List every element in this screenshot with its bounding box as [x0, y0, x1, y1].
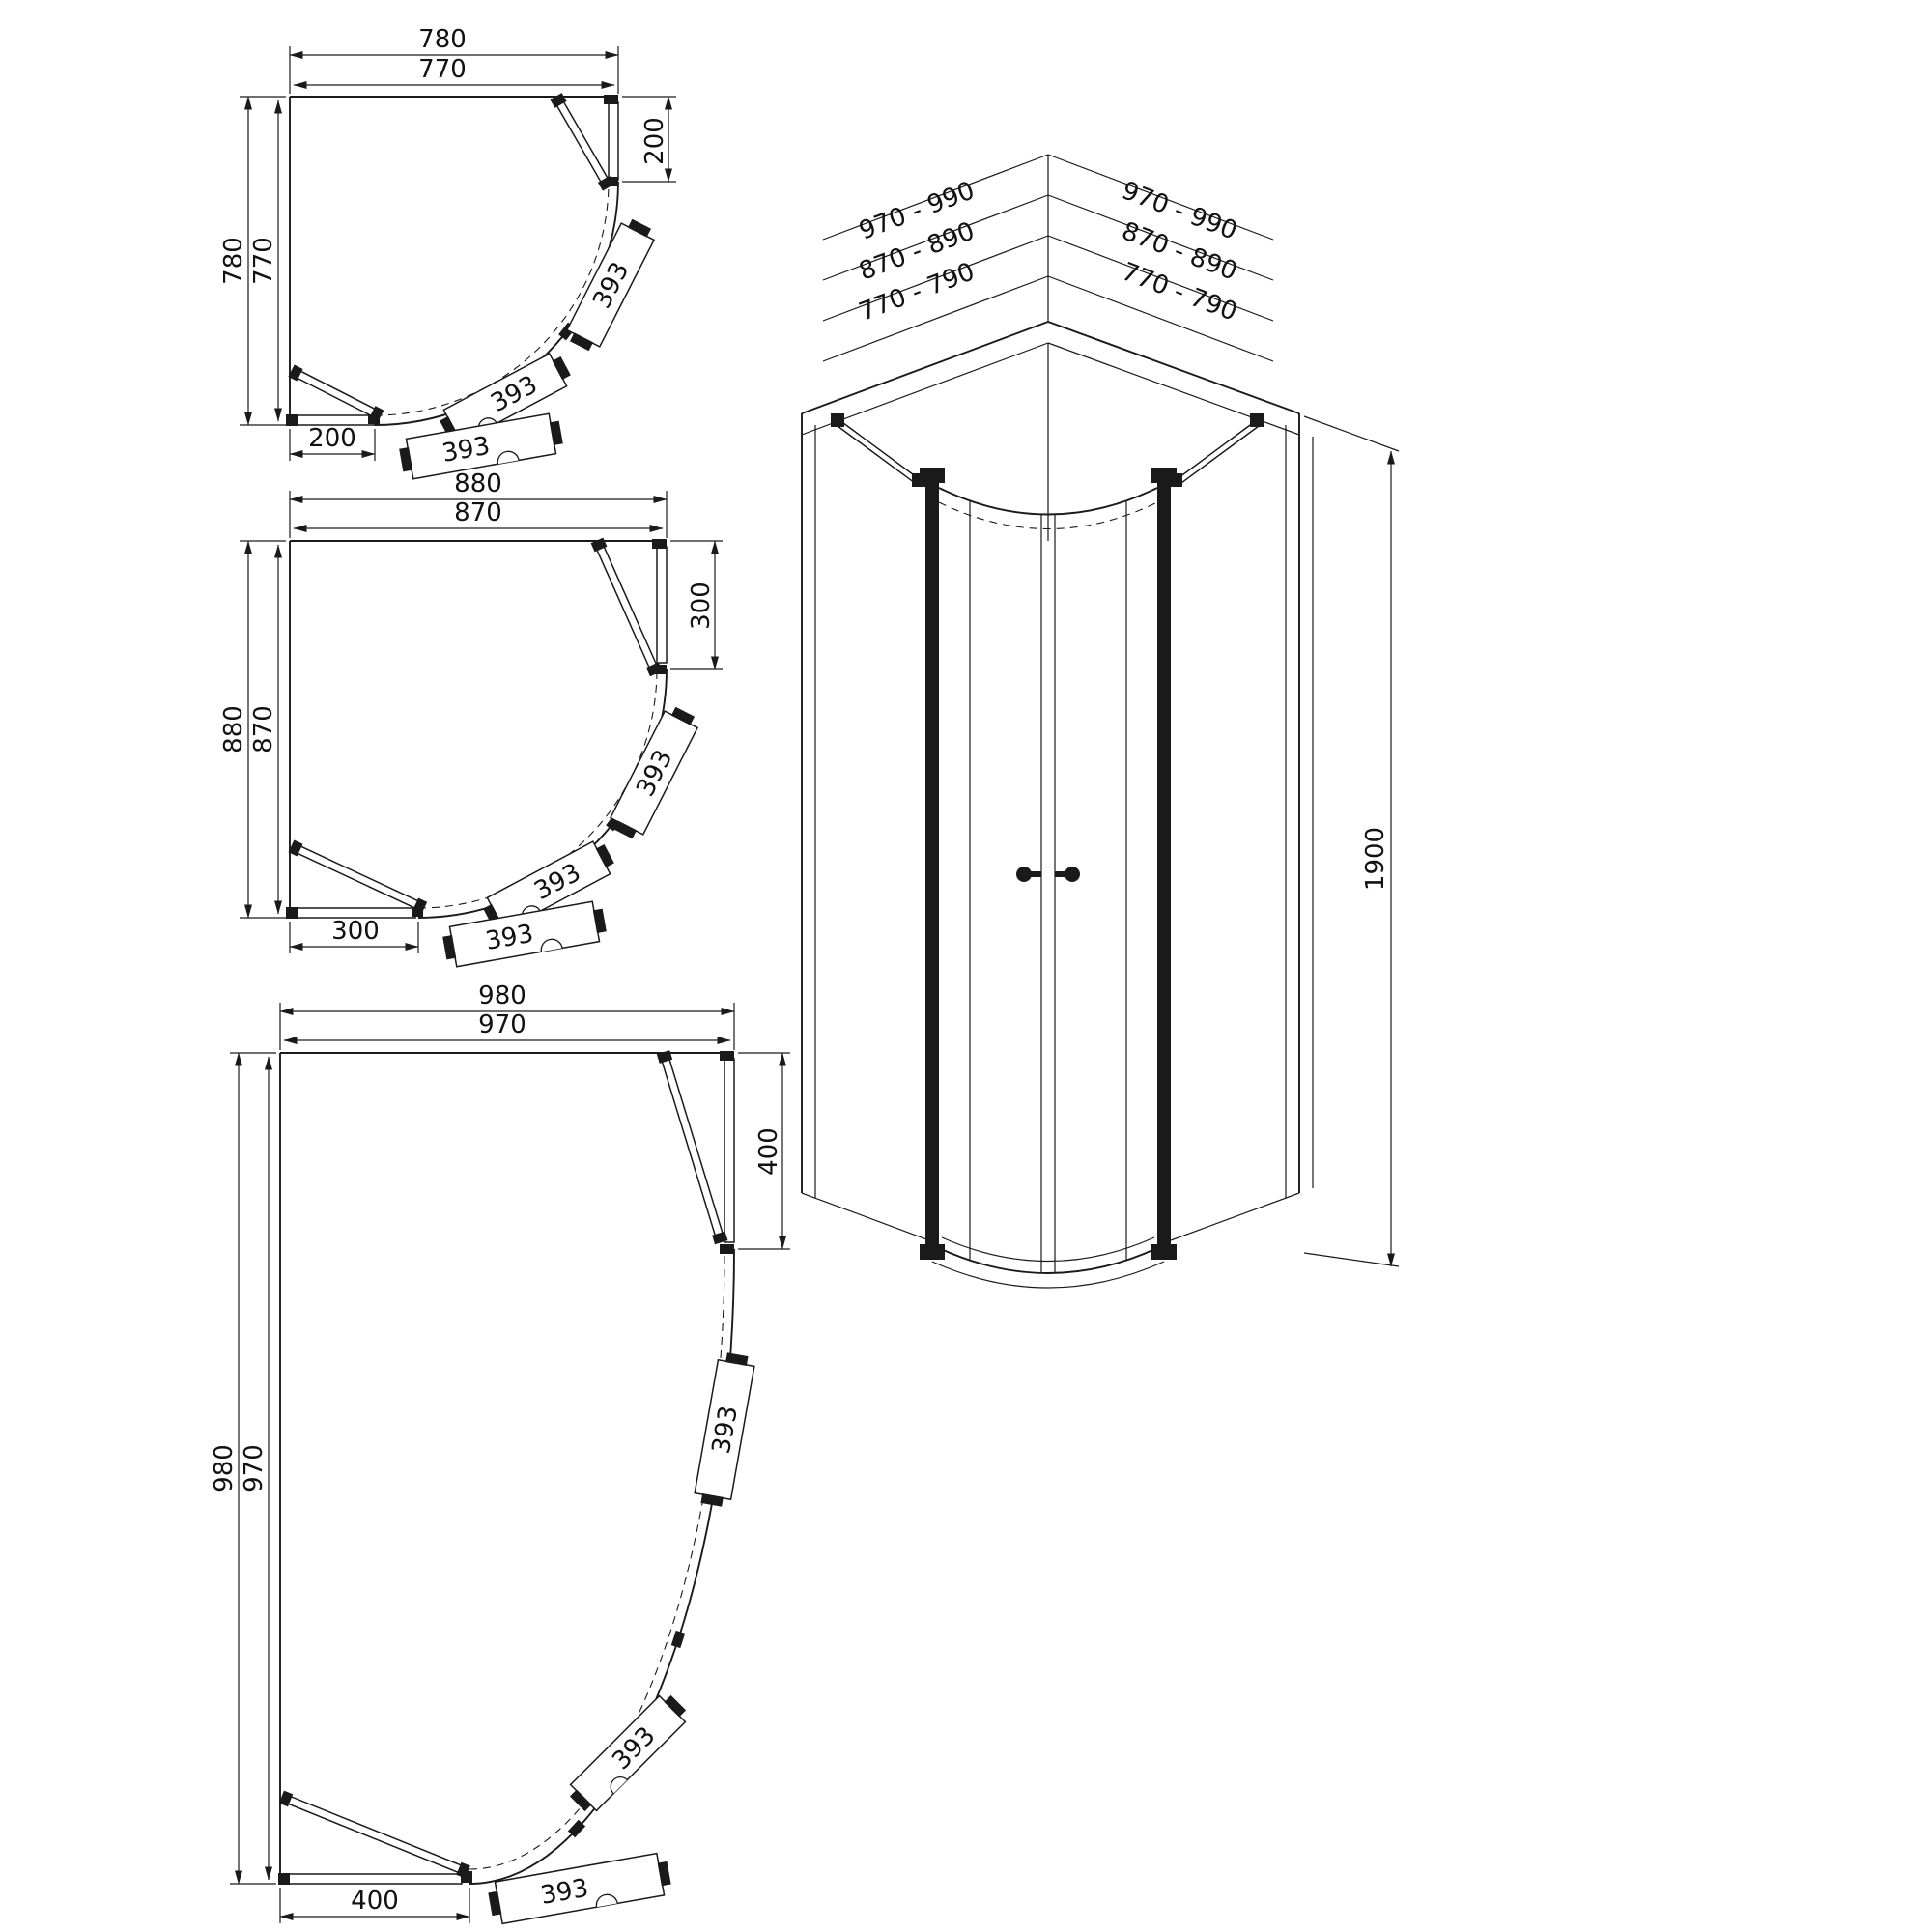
frame-post-left	[925, 481, 939, 1244]
bottom-rail-inner	[941, 1236, 1155, 1263]
dim-label: 880	[219, 705, 248, 753]
dim-label: 970	[240, 1444, 269, 1492]
dim-label: 980	[478, 981, 526, 1010]
frame-post-right	[1157, 481, 1171, 1244]
bracket	[720, 1244, 734, 1254]
dim-label: 970	[478, 1010, 526, 1039]
fixed-panel-right	[608, 101, 619, 181]
pivot-door-top	[590, 537, 663, 677]
support-bar-left	[836, 419, 923, 487]
dim-bottom-panel: 300	[289, 917, 419, 953]
bar-bracket	[1250, 413, 1264, 427]
fixed-panel-bottom	[285, 1873, 463, 1885]
perspective-view: 970 - 990 870 - 890 770 - 790 970 - 990 …	[801, 154, 1400, 1289]
dim-label: 780	[219, 237, 248, 285]
left-wall-bottom-edge	[801, 1192, 930, 1241]
top-rail-inner	[938, 501, 1158, 530]
dim-left: 780 770	[219, 96, 286, 426]
dim-label: 770	[418, 55, 467, 84]
dim-label: 300	[331, 917, 380, 946]
front-arc	[374, 181, 619, 426]
dim-top: 780 770	[289, 25, 619, 94]
bracket	[720, 1051, 734, 1061]
dim-side-panel: 400	[738, 1052, 790, 1250]
door-knob-left	[1016, 867, 1032, 882]
roller	[670, 1630, 686, 1649]
handle-stem	[1028, 871, 1041, 877]
support-bar-right	[1174, 419, 1261, 487]
dim-left: 880 870	[219, 540, 286, 919]
dim-top: 980 970	[279, 981, 735, 1050]
dim-bottom-panel: 200	[289, 424, 376, 461]
plan-view-980: 980 970 980 970 400 400	[210, 981, 790, 1925]
door-leaf-a: 393	[694, 1352, 755, 1507]
tray-front-edge	[931, 1261, 1165, 1289]
bracket	[652, 539, 667, 549]
door-travel-arc	[374, 181, 610, 416]
dim-label: 200	[308, 424, 356, 453]
bracket	[278, 1873, 290, 1885]
door-leaf-c: 393	[399, 412, 563, 480]
pivot-door-bottom	[288, 364, 384, 423]
pivot-door-top	[656, 1050, 728, 1245]
dim-label: 780	[418, 25, 467, 54]
bar-bracket	[912, 473, 925, 487]
right-wall-bottom-edge	[1170, 1192, 1300, 1241]
handle-notch	[497, 450, 520, 465]
door-leaf-c: 393	[488, 1852, 671, 1925]
dim-side-panel: 200	[622, 96, 676, 183]
dim-label: 980	[210, 1444, 239, 1492]
door-leaf-a: 393	[565, 218, 656, 352]
fixed-panel-right	[724, 1058, 735, 1243]
door-leaf-a: 393	[609, 706, 699, 839]
door-travel-arc	[417, 668, 658, 909]
dim-label: 200	[640, 117, 669, 165]
bracket	[286, 414, 298, 426]
pivot-door-top	[550, 93, 615, 191]
pivot-door-bottom	[278, 1790, 470, 1879]
hinge-block	[920, 1244, 945, 1260]
bar-bracket	[831, 413, 844, 427]
handle-stem	[1055, 871, 1068, 877]
top-rail	[938, 487, 1158, 516]
dim-height: 1900	[1303, 415, 1400, 1267]
bracket	[604, 95, 618, 104]
plan-view-880: 880 870 880 870 300 300	[219, 469, 723, 968]
dim-bottom-panel: 400	[279, 1887, 470, 1923]
enclosure-body	[801, 321, 1314, 1289]
dim-top: 880 870	[289, 469, 668, 538]
door-leaf-c: 393	[442, 900, 607, 968]
bottom-rail	[938, 1247, 1158, 1274]
fixed-panel-right	[656, 546, 668, 664]
dim-label: 770	[249, 237, 278, 285]
dim-label: 880	[454, 469, 502, 498]
handle-notch	[540, 938, 563, 952]
plan-view-780: 780 770 780 770 200 200	[219, 25, 676, 480]
wall-top-edge-right	[1047, 321, 1300, 414]
dim-side-panel: 300	[670, 540, 723, 670]
fixed-panel-bottom	[293, 414, 376, 426]
hinge-block	[920, 468, 945, 483]
dim-label: 400	[754, 1127, 783, 1176]
dim-label: 870	[249, 705, 278, 753]
pivot-door-bottom	[288, 839, 428, 915]
dim-label: 1900	[1361, 827, 1390, 891]
bracket	[286, 907, 298, 919]
hinge-block	[1151, 1244, 1177, 1260]
handle-notch	[610, 1776, 628, 1795]
handle-notch	[595, 1893, 618, 1908]
dim-label: 400	[351, 1887, 399, 1916]
roller	[567, 1819, 586, 1838]
bar-bracket	[1169, 473, 1182, 487]
door-knob-right	[1065, 867, 1080, 882]
dim-left: 980 970	[210, 1052, 276, 1885]
door-leaf-b: 393	[569, 1694, 687, 1812]
dim-label: 300	[687, 582, 716, 630]
dim-label: 870	[454, 498, 502, 527]
wall-top-edge-left	[801, 321, 1049, 414]
fixed-panel-bottom	[293, 907, 416, 919]
